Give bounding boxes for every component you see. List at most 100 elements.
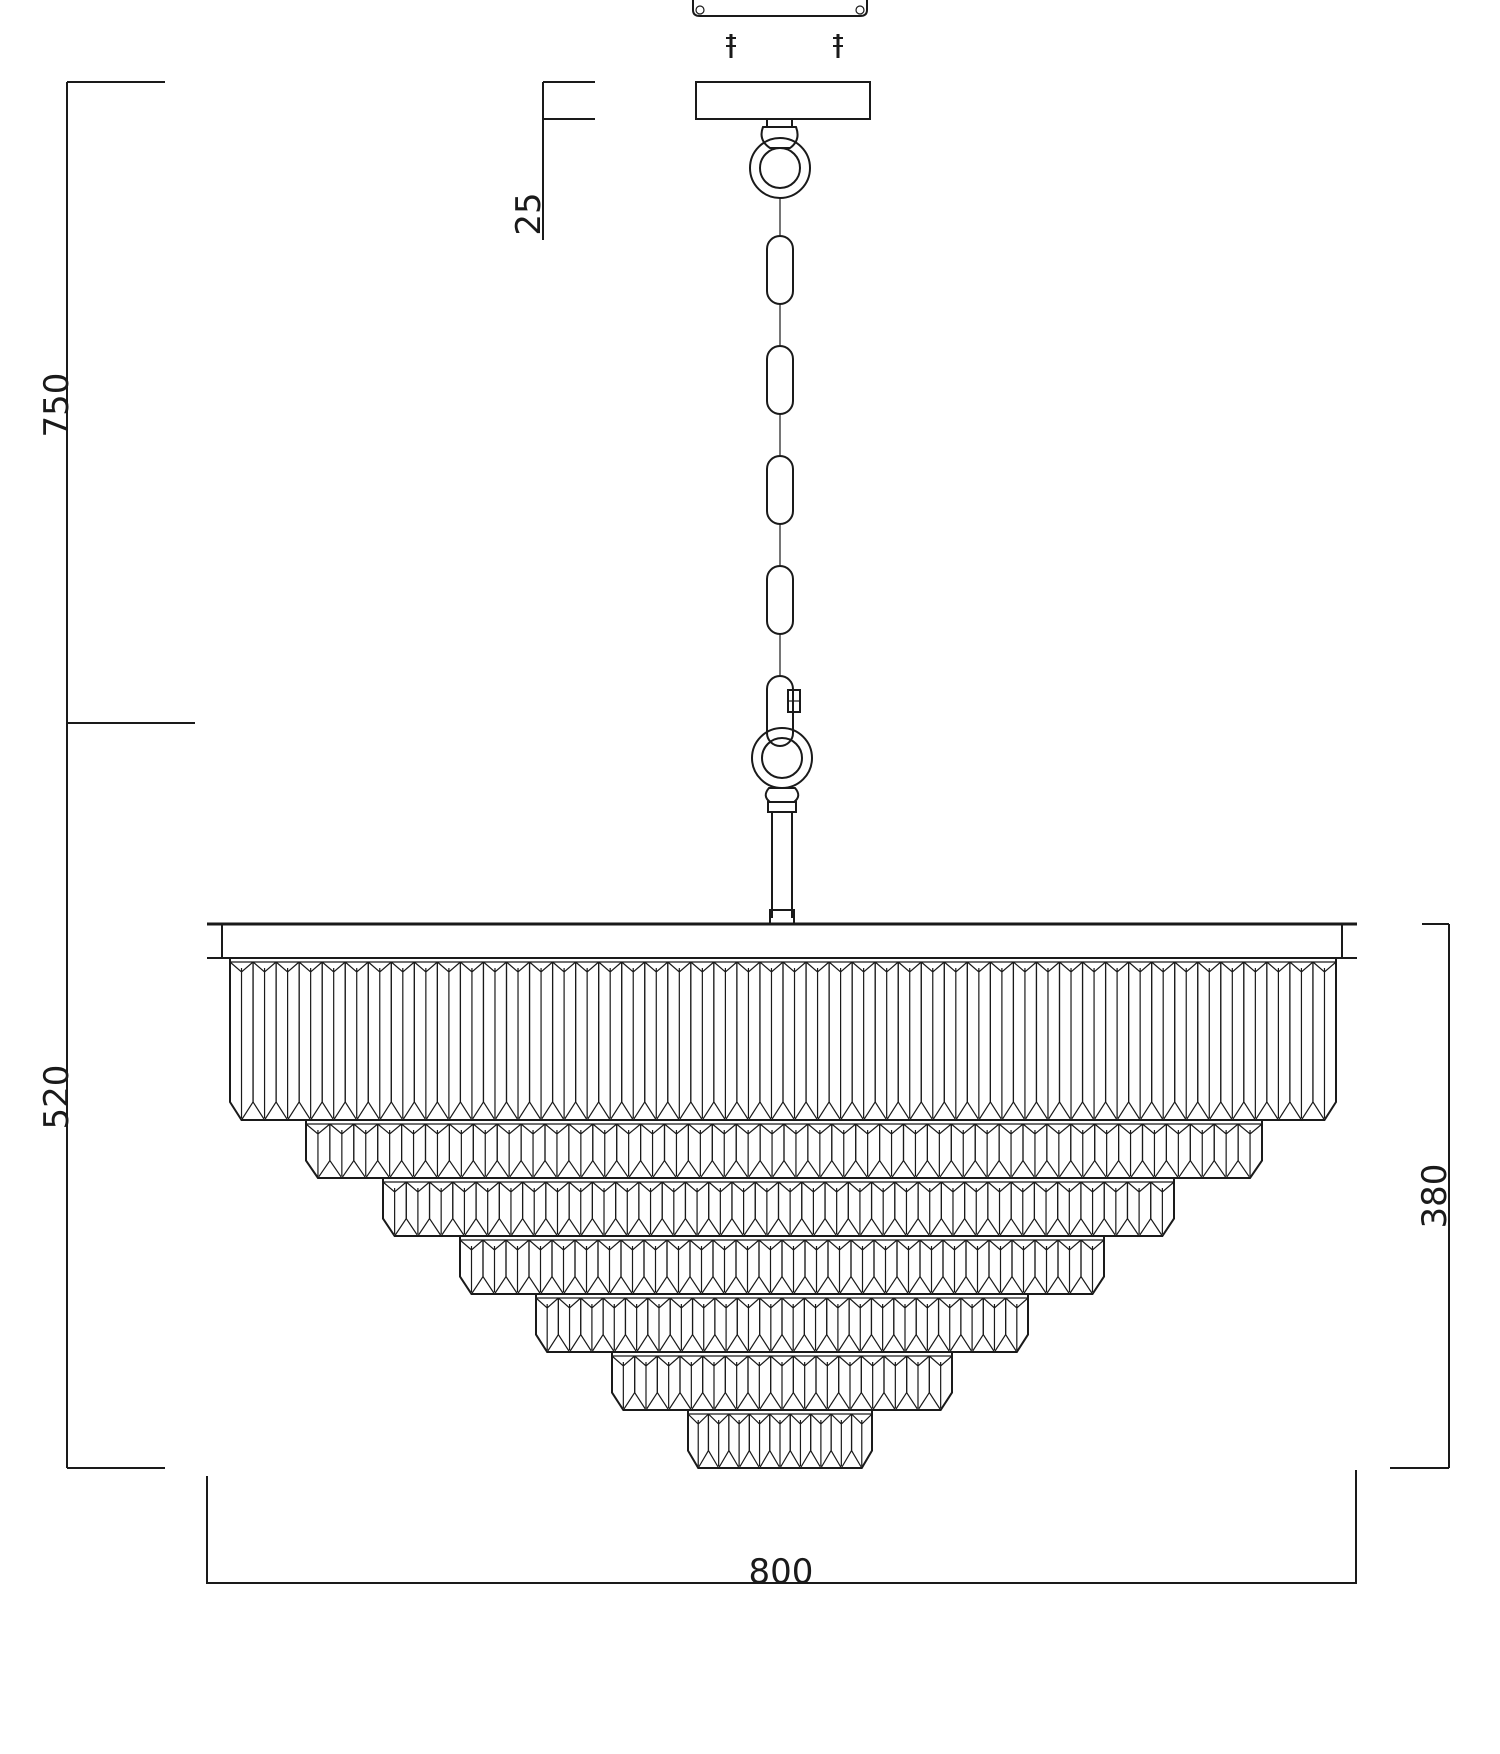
chain (766, 198, 801, 747)
crystal-prism (551, 1239, 576, 1296)
crystal-prism (298, 961, 323, 1122)
crystal-prism (860, 1355, 885, 1412)
crystal-prism (940, 1181, 966, 1238)
crystal-prism (902, 1123, 928, 1180)
dimension-crystal-height: 380 (1390, 923, 1455, 1469)
crystal-prism (382, 1181, 407, 1238)
dim-label-25: 25 (509, 192, 549, 235)
crystal-prism (759, 1123, 785, 1180)
frame-plate (207, 922, 1357, 959)
crystal-prism (928, 1355, 953, 1412)
crystal-prism (616, 1123, 642, 1180)
crystal-prism (1080, 1181, 1105, 1238)
crystal-prism (544, 1123, 570, 1180)
crystal-prism (937, 1297, 962, 1354)
crystal-prism (926, 1123, 952, 1180)
crystal-prism (781, 1239, 806, 1296)
crystal-prism (707, 1413, 730, 1470)
crystal-prism (1165, 1123, 1191, 1180)
crystal-prism (735, 1239, 760, 1296)
crystal-prism (1005, 1297, 1029, 1354)
crystal-prism (597, 1239, 622, 1296)
crystal-tier-5 (535, 1294, 1029, 1354)
crystal-prism (405, 1181, 431, 1238)
crystal-prism (1126, 1181, 1152, 1238)
crystal-prism (848, 1297, 873, 1354)
crystal-prism (736, 1297, 761, 1354)
lower-ring-and-rod (751, 727, 813, 925)
crystal-prism (1243, 961, 1268, 1122)
mounting-bracket (692, 0, 868, 17)
crystal-prism (1220, 961, 1245, 1122)
ceiling-canopy (695, 81, 871, 120)
crystal-prism (870, 1181, 896, 1238)
crystal-prism (520, 1123, 546, 1180)
crystal-prism (353, 1123, 379, 1180)
mounting-screws (726, 34, 843, 58)
crystal-prism (575, 961, 600, 1122)
crystal-prism (459, 1239, 484, 1296)
crystal-prism (436, 961, 462, 1122)
crystal-prism (711, 1123, 737, 1180)
crystal-prism (661, 1181, 687, 1238)
crystal-prism (367, 961, 392, 1122)
crystal-prism (401, 1123, 427, 1180)
crystal-prism (792, 1355, 817, 1412)
crystal-prism (897, 961, 922, 1122)
crystal-prism (1058, 961, 1084, 1122)
dim-label-750: 750 (37, 373, 77, 438)
crystal-prism (906, 1355, 930, 1412)
crystal-prism (830, 1413, 853, 1470)
crystal-prism (472, 1123, 498, 1180)
crystal-prism (870, 1297, 895, 1354)
crystal-prism (850, 1239, 875, 1296)
crystal-prism (428, 1181, 454, 1238)
crystal-prism (917, 1181, 942, 1238)
crystal-prism (789, 1413, 812, 1470)
crystal-tier-3 (382, 1178, 1175, 1238)
crystal-prism (1046, 1123, 1072, 1180)
crystal-prism (915, 1297, 940, 1354)
crystal-prism (615, 1181, 640, 1238)
crystal-prism (989, 961, 1015, 1122)
crystal-tier-4 (459, 1236, 1105, 1296)
crystal-prism (998, 1123, 1024, 1180)
crystal-tier-7 (687, 1410, 873, 1470)
crystal-prism (759, 961, 784, 1122)
crystal-prism (873, 1239, 898, 1296)
crystal-prism (754, 1181, 780, 1238)
crystal-prism (1174, 961, 1199, 1122)
crystal-prism (640, 1123, 666, 1180)
crystal-prism (1312, 961, 1337, 1122)
crystal-prism (687, 1413, 710, 1470)
crystal-prism (643, 1239, 668, 1296)
crystal-prism (1033, 1181, 1059, 1238)
crystal-prism (987, 1181, 1012, 1238)
crystal-prism (580, 1297, 604, 1354)
crystal-prism (669, 1297, 694, 1354)
crystal-prism (452, 1181, 477, 1238)
crystal-prism (528, 1239, 553, 1296)
crystal-prism (482, 961, 508, 1122)
crystal-prism (1070, 1123, 1096, 1180)
crystal-prism (689, 1239, 714, 1296)
crystal-prism (557, 1297, 582, 1354)
crystal-prism (329, 1123, 355, 1180)
crystal-prism (783, 1123, 809, 1180)
crystal-prism (781, 1297, 805, 1354)
crystal-prism (1128, 961, 1153, 1122)
crystal-prism (377, 1123, 403, 1180)
crystal-prism (551, 961, 577, 1122)
crystal-prism (690, 961, 715, 1122)
crystal-prism (528, 961, 554, 1122)
crystal-prism (1080, 1239, 1105, 1296)
crystal-prism (708, 1181, 733, 1238)
crystal-prism (1011, 1239, 1036, 1296)
crystal-prism (305, 1123, 331, 1180)
crystal-prism (831, 1123, 857, 1180)
crystal-prism (620, 1239, 645, 1296)
crystal-prism (893, 1297, 917, 1354)
crystal-prism (894, 1181, 919, 1238)
crystal-prism (1035, 961, 1061, 1122)
